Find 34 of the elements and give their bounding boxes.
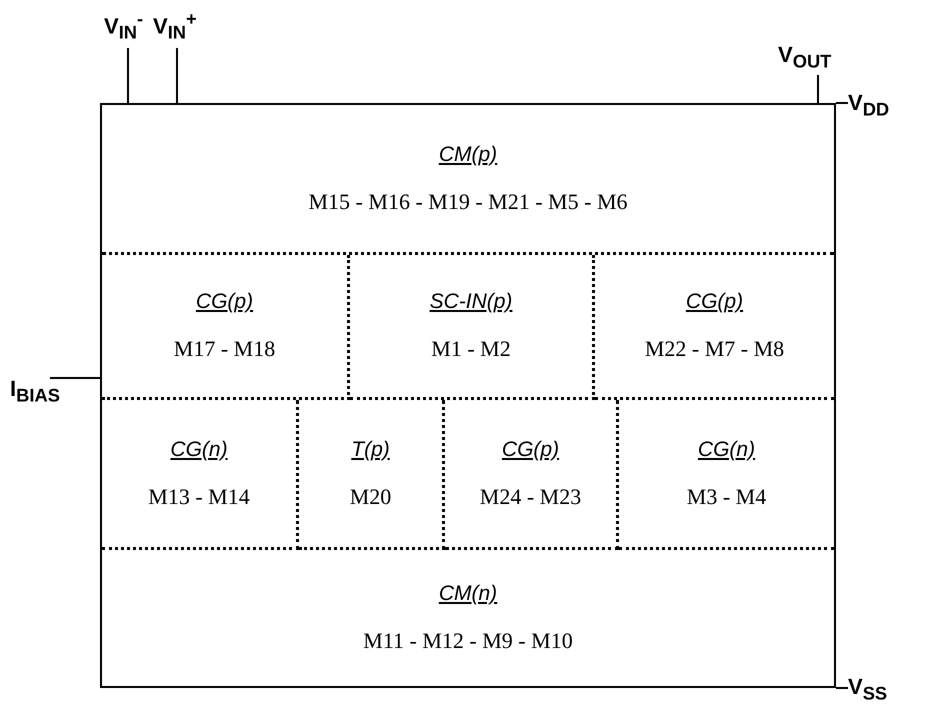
pin-label: V$_{DD}$ <box>848 92 918 122</box>
pin-label: V$_{SS}$ <box>848 676 918 706</box>
transistor-list: M11 - M12 - M9 - M10 <box>363 628 573 654</box>
transistor-list: M22 - M7 - M8 <box>644 336 784 362</box>
block-type-heading: CG(p) <box>686 290 744 314</box>
pin-wire <box>836 687 848 689</box>
pin-label: V$_{OUT}$ <box>778 44 858 75</box>
sub-block <box>350 255 595 400</box>
sub-block <box>102 400 299 550</box>
block-type-heading: CM(n) <box>438 582 498 606</box>
transistor-list: M1 - M2 <box>431 336 511 362</box>
block-type-heading: SC-IN(p) <box>430 290 512 314</box>
block-type-heading: CM(p) <box>438 142 498 166</box>
transistor-list: M3 - M4 <box>686 484 766 510</box>
circuit-block-outline <box>100 103 836 688</box>
transistor-list: M13 - M14 <box>148 484 250 510</box>
pin-label: I$_{BIAS}$ <box>10 378 90 406</box>
block-type-heading: T(p) <box>351 438 390 462</box>
transistor-list: M17 - M18 <box>174 336 276 362</box>
block-type-heading: CG(p) <box>196 290 254 314</box>
pin-wire <box>176 48 178 103</box>
pin-wire <box>817 75 819 103</box>
sub-block <box>102 255 350 400</box>
pin-wire <box>836 102 848 104</box>
pin-wire <box>127 48 129 103</box>
sub-block <box>299 400 445 550</box>
block-type-heading: CG(n) <box>698 438 756 462</box>
pin-wire <box>50 377 100 379</box>
transistor-list: M20 <box>350 484 392 510</box>
sub-block <box>445 400 619 550</box>
transistor-list: M24 - M23 <box>480 484 582 510</box>
transistor-list: M15 - M16 - M19 - M21 - M5 - M6 <box>308 188 628 214</box>
block-type-heading: CG(n) <box>170 438 228 462</box>
block-type-heading: CG(p) <box>502 438 560 462</box>
